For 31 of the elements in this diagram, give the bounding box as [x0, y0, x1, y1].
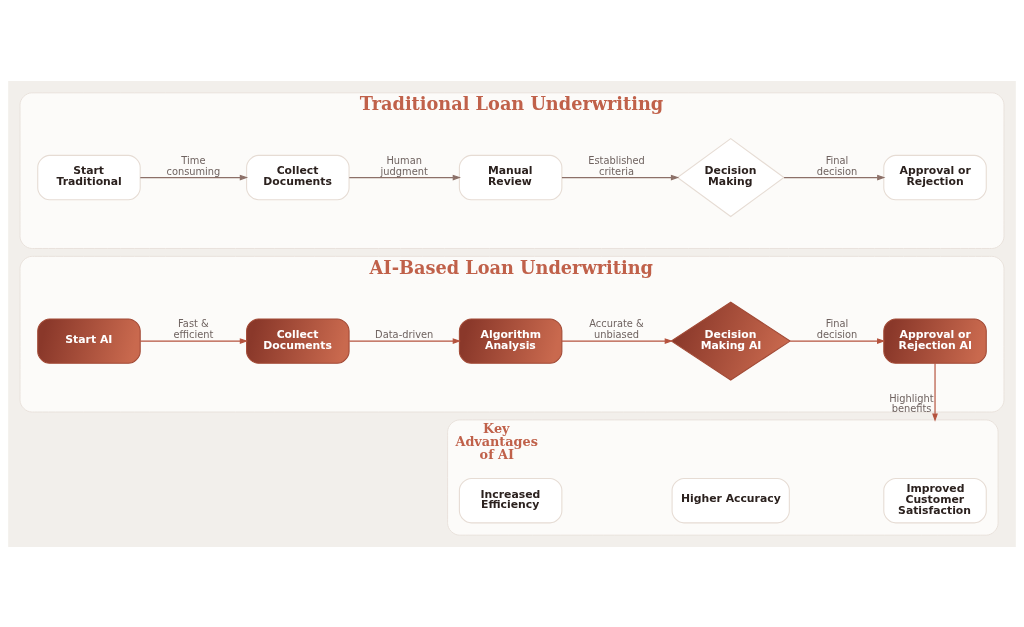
node-diamond: Decision Making — [676, 137, 785, 217]
arrow — [139, 174, 249, 180]
node-box: Start AI — [37, 317, 141, 364]
edge-label: Highlight benefits — [889, 392, 934, 414]
node-box: Approval or Rejection — [883, 154, 987, 200]
arrow — [783, 174, 886, 180]
node-box: Higher Accuracy — [671, 477, 790, 523]
node-box: Approval or Rejection AI — [883, 317, 987, 364]
arrow — [348, 174, 461, 180]
edge-label: Established criteria — [588, 154, 645, 177]
edge-label: Time consuming — [166, 154, 221, 177]
node-diamond: Decision Making AI — [670, 301, 792, 381]
arrow — [348, 337, 461, 344]
edge-label: Accurate & unbiased — [589, 317, 644, 340]
edge-label: Final decision — [816, 154, 858, 177]
edge-label: Human judgment — [380, 154, 428, 177]
edge-label: Final decision — [816, 317, 858, 340]
node-box: Start Traditional — [37, 154, 141, 200]
node-box: Increased Efficiency — [458, 477, 563, 523]
arrow — [561, 174, 680, 180]
edge-label: Data-driven — [375, 328, 434, 340]
node-box: Collect Documents — [246, 154, 350, 200]
node-box: Collect Documents — [246, 317, 350, 364]
node-box: Manual Review — [458, 154, 563, 200]
arrow — [789, 337, 886, 344]
arrow — [932, 362, 938, 422]
node-box: Improved Customer Satisfaction — [883, 477, 987, 523]
arrow — [139, 337, 249, 344]
arrow — [561, 337, 673, 344]
node-box: Algorithm Analysis — [458, 317, 563, 364]
edge-label: Fast & efficient — [173, 317, 214, 340]
